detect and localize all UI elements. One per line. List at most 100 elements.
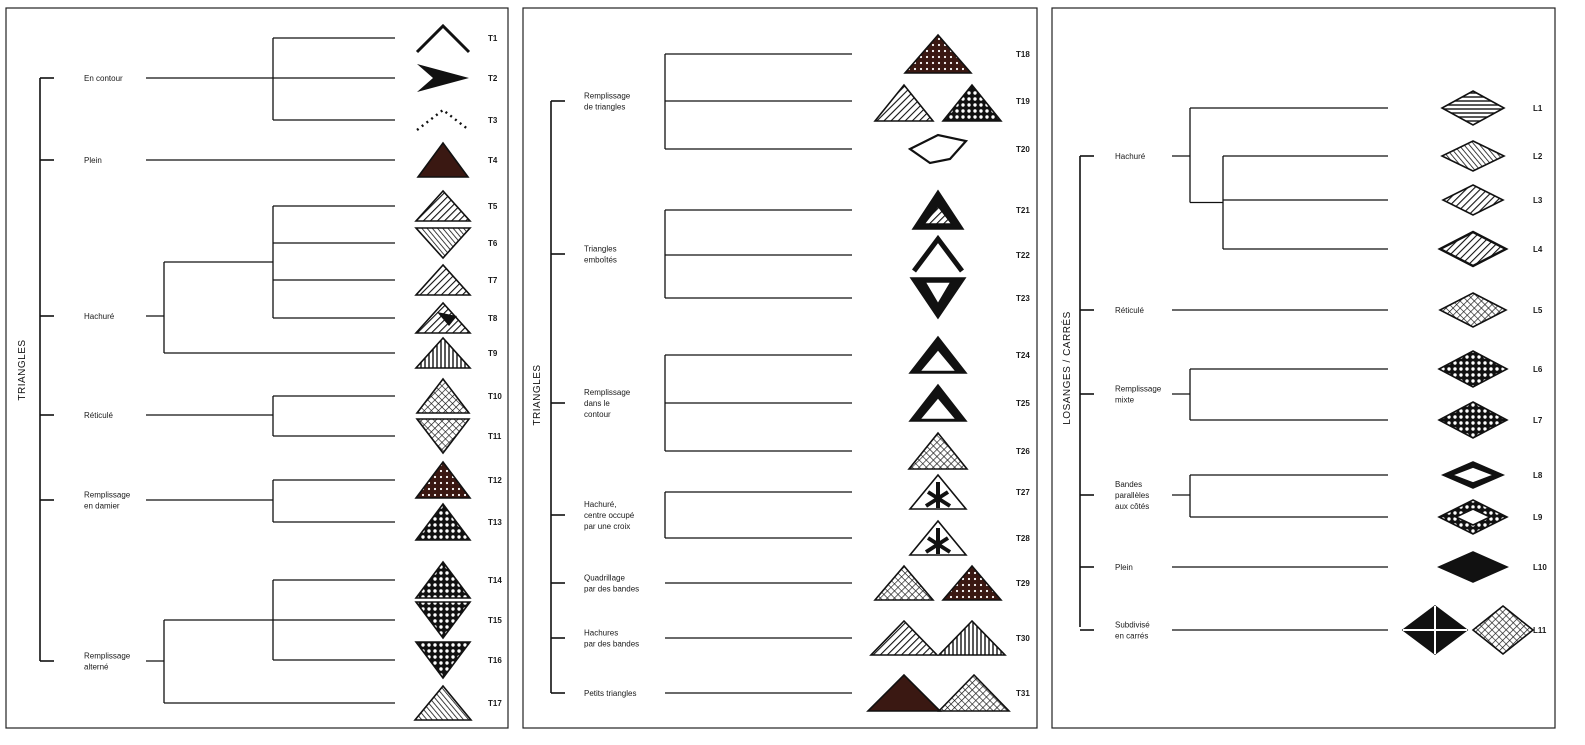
triangle-shape — [416, 562, 470, 598]
motif-code: T25 — [1016, 399, 1030, 408]
lozenge-shape — [1442, 91, 1504, 125]
motif-t22-icon — [914, 239, 962, 271]
motif-t19-icon — [875, 85, 1001, 121]
group-label: dans le — [584, 399, 610, 408]
group-label: alterné — [84, 663, 109, 672]
motif-code: T18 — [1016, 50, 1030, 59]
group-label: En contour — [84, 74, 123, 83]
motif-code: T12 — [488, 476, 502, 485]
motif-code: T27 — [1016, 488, 1030, 497]
motif-l11-icon — [1403, 606, 1533, 654]
motif-t24-icon — [910, 337, 966, 373]
motif-code: T21 — [1016, 206, 1030, 215]
triangle-shape — [416, 228, 470, 258]
group-label: Remplissage — [584, 388, 631, 397]
group-label: par des bandes — [584, 640, 639, 649]
group-label: par des bandes — [584, 585, 639, 594]
group-label: par une croix — [584, 522, 630, 531]
group-label: Hachuré — [1115, 152, 1146, 161]
lozenge-shape — [1439, 351, 1507, 387]
motif-t6-icon — [416, 228, 470, 258]
motif-t3-icon — [417, 110, 469, 130]
motif-t28-icon — [910, 521, 966, 555]
motif-code: L6 — [1533, 365, 1543, 374]
motif-code: L3 — [1533, 196, 1543, 205]
motif-l4-icon — [1440, 232, 1506, 266]
group-label: emboîtés — [584, 256, 617, 265]
group-label: parallèles — [1115, 491, 1149, 500]
motif-code: T6 — [488, 239, 498, 248]
motif-code: T22 — [1016, 251, 1030, 260]
lozenge-shape — [1439, 402, 1507, 438]
motif-t31-icon — [868, 675, 1009, 711]
motif-code: T1 — [488, 34, 498, 43]
triangle-shape — [943, 85, 1001, 121]
group-label: Réticulé — [84, 411, 113, 420]
group-label: aux côtés — [1115, 502, 1149, 511]
chevron-solid — [417, 64, 469, 92]
motif-code: L5 — [1533, 306, 1543, 315]
motif-code: T28 — [1016, 534, 1030, 543]
triangle-shape — [416, 265, 470, 295]
motif-l9-icon — [1439, 500, 1507, 534]
lozenge-shape — [1440, 232, 1506, 266]
triangle-shape — [415, 686, 471, 720]
group-label: Quadrillage — [584, 574, 625, 583]
group-label: contour — [584, 410, 611, 419]
chevron-outline — [417, 26, 469, 52]
root-label: LOSANGES / CARRÉS — [1060, 311, 1073, 425]
motif-t12-icon — [416, 462, 470, 498]
motif-t30-icon — [871, 621, 1005, 655]
motif-t25-icon — [910, 385, 966, 421]
motif-code: T30 — [1016, 634, 1030, 643]
motif-code: T26 — [1016, 447, 1030, 456]
triangle-shape — [416, 642, 470, 678]
motif-t27-icon — [910, 475, 966, 509]
motif-t18-icon — [905, 35, 971, 73]
lozenge-shape — [1440, 293, 1506, 327]
motif-code: L2 — [1533, 152, 1543, 161]
triangle-shape — [868, 675, 940, 711]
motif-t16-icon — [416, 642, 470, 678]
dotted-outline — [417, 110, 469, 130]
motif-t2-icon — [417, 64, 469, 92]
motif-t5-icon — [416, 191, 470, 221]
triangle-shape — [943, 566, 1001, 600]
group-label: de triangles — [584, 103, 625, 112]
motif-l2-icon — [1442, 141, 1504, 171]
motif-t21-icon — [913, 191, 963, 229]
motif-code: T17 — [488, 699, 502, 708]
triangle-shape — [416, 191, 470, 221]
group-label: Petits triangles — [584, 689, 636, 698]
group-label: Hachures — [584, 629, 618, 638]
motif-code: T19 — [1016, 97, 1030, 106]
nested-chevron — [914, 239, 962, 271]
motif-code: T7 — [488, 276, 498, 285]
motif-code: T16 — [488, 656, 502, 665]
group-label: mixte — [1115, 396, 1135, 405]
group-label: Hachuré, — [584, 500, 616, 509]
root-label: TRIANGLES — [17, 339, 28, 400]
triangle-shape — [875, 85, 933, 121]
motif-code: T3 — [488, 116, 498, 125]
triangle-shape — [416, 602, 470, 638]
motif-t17-icon — [415, 686, 471, 720]
group-label: Bandes — [1115, 480, 1142, 489]
motif-code: T24 — [1016, 351, 1030, 360]
motif-t8-icon — [416, 303, 470, 333]
group-label: Remplissage — [584, 92, 631, 101]
motif-code: T31 — [1016, 689, 1030, 698]
motif-t29-icon — [875, 566, 1001, 600]
motif-code: L8 — [1533, 471, 1543, 480]
motif-t23-icon — [911, 278, 965, 318]
group-label: Remplissage — [84, 652, 131, 661]
motif-code: L1 — [1533, 104, 1543, 113]
group-label: Remplissage — [1115, 385, 1162, 394]
motif-t11-icon — [417, 419, 469, 453]
motif-code: T13 — [488, 518, 502, 527]
motif-code: L7 — [1533, 416, 1543, 425]
motif-code: T23 — [1016, 294, 1030, 303]
group-label: Plein — [1115, 563, 1133, 572]
